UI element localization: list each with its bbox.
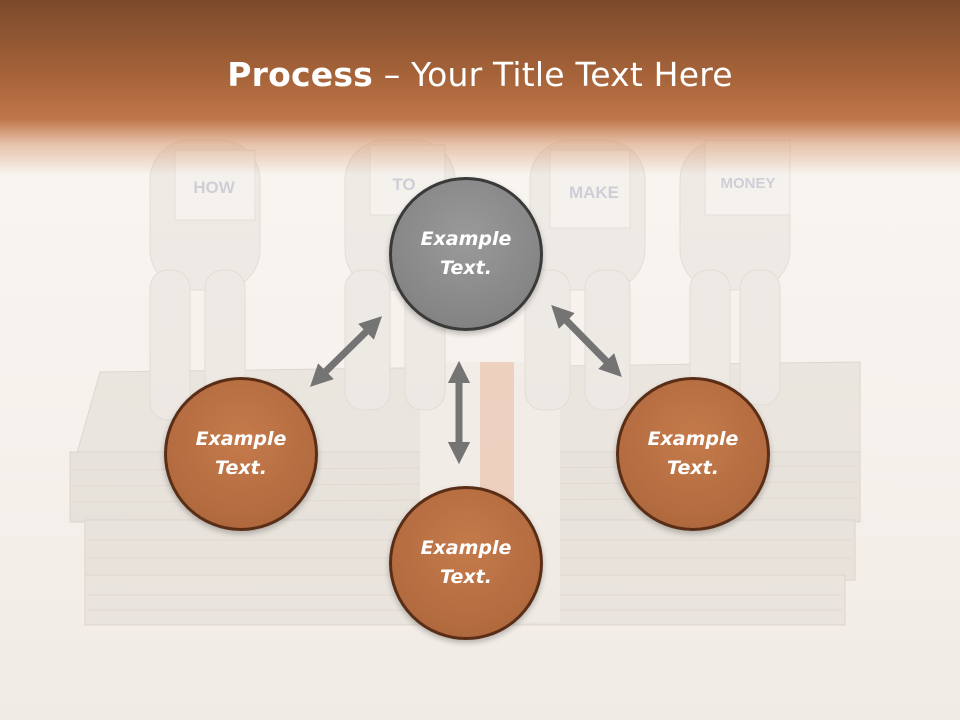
node-right-line1: Example [647, 428, 739, 450]
node-top: Example Text. [389, 177, 543, 331]
sign-word-make: MAKE [569, 183, 619, 202]
header-band [0, 0, 960, 175]
node-bottom: Example Text. [389, 486, 543, 640]
node-top-line1: Example [420, 228, 512, 250]
sign-word-to: TO [392, 175, 415, 194]
slide-title: Process – Your Title Text Here [0, 52, 960, 98]
node-right: Example Text. [616, 377, 770, 531]
node-left-line2: Text. [215, 457, 267, 479]
node-right-line2: Text. [667, 457, 719, 479]
sign-word-money: MONEY [720, 175, 775, 192]
arrow-top-left [310, 316, 382, 387]
node-bottom-line2: Text. [440, 566, 492, 588]
node-bottom-line1: Example [420, 537, 512, 559]
title-bold: Process [227, 55, 374, 94]
figure-4-leg-right [739, 269, 781, 406]
title-rest: – Your Title Text Here [373, 55, 733, 94]
node-top-line2: Text. [440, 257, 492, 279]
sign-word-how: HOW [193, 178, 236, 197]
arrow-top-right [551, 305, 622, 377]
node-left: Example Text. [164, 377, 318, 531]
node-left-line1: Example [195, 428, 287, 450]
figure-1-leg-left [149, 269, 191, 421]
